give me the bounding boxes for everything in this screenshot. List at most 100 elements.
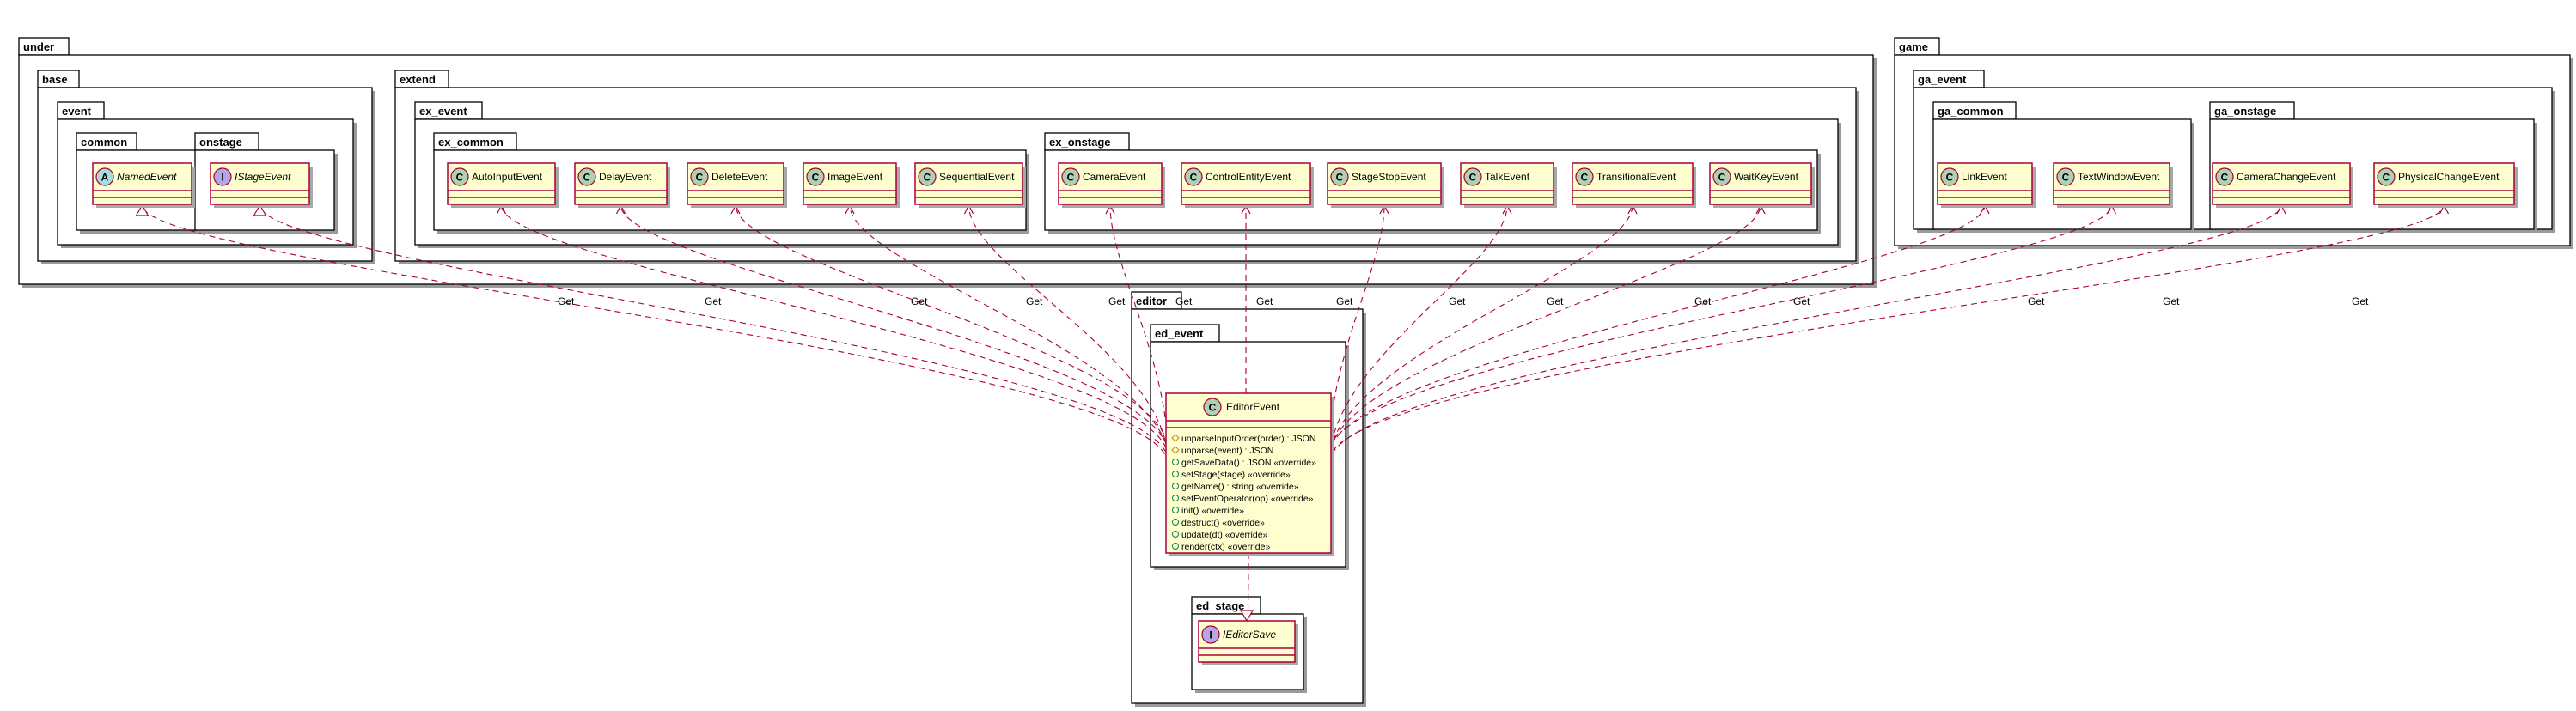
dependency-line <box>500 204 1169 459</box>
class-name: ControlEntityEvent <box>1206 171 1291 183</box>
relation-label: Get <box>2028 295 2045 307</box>
dependency-line <box>1109 204 1169 459</box>
stereotype-c-icon: C <box>1203 398 1222 416</box>
class-physicalchangeevent[interactable]: C PhysicalChangeEvent <box>2373 162 2518 208</box>
stereotype-letter: C <box>583 172 591 184</box>
stereotype-letter: C <box>1718 172 1726 184</box>
relation-label: Get <box>1449 295 1466 307</box>
class-member: getName() : string «override» <box>1181 482 1299 492</box>
class-box <box>2373 162 2515 205</box>
relation-sequentialevent: Get <box>963 204 1169 462</box>
stereotype-letter: C <box>924 172 931 184</box>
class-name: TextWindowEvent <box>2078 171 2160 183</box>
dependency-line <box>141 204 1169 465</box>
stereotype-c-icon: C <box>1940 167 1959 186</box>
class-box <box>1181 162 1311 205</box>
relation-label: Get <box>1547 295 1564 307</box>
stereotype-c-icon: C <box>1061 167 1080 186</box>
stereotype-letter: C <box>1469 172 1477 184</box>
stereotype-c-icon: C <box>1184 167 1203 186</box>
relation-label: Get <box>705 295 722 307</box>
public-visibility-icon <box>1172 507 1179 514</box>
class-box <box>2212 162 2351 205</box>
class-box <box>1165 392 1332 554</box>
stereotype-i-icon: I <box>213 167 232 186</box>
class-name: PhysicalChangeEvent <box>2398 171 2500 183</box>
relation-namedevent <box>135 204 1169 465</box>
hollow-triangle-head <box>135 204 150 216</box>
dependency-line <box>1328 204 2445 462</box>
class-member: render(ctx) «override» <box>1181 542 1270 552</box>
class-name: EditorEvent <box>1226 401 1280 413</box>
dependency-line <box>1328 204 1385 454</box>
public-visibility-icon <box>1172 495 1179 501</box>
hollow-triangle-head <box>1239 610 1254 623</box>
class-member: init() «override» <box>1181 506 1244 516</box>
relation-label: Get <box>2163 295 2180 307</box>
class-name: AutoInputEvent <box>472 171 543 183</box>
stereotype-letter: C <box>1209 402 1217 414</box>
class-member: update(dt) «override» <box>1181 530 1268 540</box>
package-label: ex_common <box>438 136 504 149</box>
class-name: IEditorSave <box>1223 629 1276 641</box>
package-label: ed_stage <box>1196 599 1244 612</box>
stereotype-letter: C <box>2383 172 2390 184</box>
package-label: extend <box>400 73 436 86</box>
stereotype-c-icon: C <box>450 167 469 186</box>
class-name: TalkEvent <box>1485 171 1530 183</box>
stereotype-i-icon: I <box>1201 625 1220 644</box>
stereotype-letter: C <box>812 172 820 184</box>
stereotype-letter: C <box>456 172 464 184</box>
class-box <box>1572 162 1694 205</box>
class-autoinputevent[interactable]: C AutoInputEvent <box>447 162 559 208</box>
class-talkevent[interactable]: C TalkEvent <box>1460 162 1557 208</box>
dependency-line <box>259 204 1169 462</box>
public-visibility-icon <box>1172 483 1179 489</box>
relation-label: Get <box>2352 295 2369 307</box>
package-label: under <box>23 40 54 53</box>
dependency-line <box>849 204 1171 465</box>
dependency-line <box>1328 204 1633 462</box>
package-label: ex_onstage <box>1049 136 1111 149</box>
stereotype-c-icon: C <box>918 167 937 186</box>
class-member: unparseInputOrder(order) : JSON <box>1181 434 1315 444</box>
relation-label: Get <box>1694 295 1712 307</box>
stereotype-c-icon: C <box>577 167 596 186</box>
class-name: StageStopEvent <box>1352 171 1426 183</box>
relation-label: Get <box>558 295 575 307</box>
dependency-line <box>1328 204 1508 465</box>
class-member: getSaveData() : JSON «override» <box>1181 458 1316 468</box>
class-editorevent[interactable]: C EditorEvent unparseInputOrder(order) : J… <box>1165 392 1334 556</box>
package-label: ga_event <box>1918 73 1967 86</box>
stereotype-letter: C <box>1581 172 1589 184</box>
relation-label: Get <box>1336 295 1353 307</box>
relation-istageevent <box>253 204 1169 462</box>
relation-textwindowevent: Get <box>1328 204 2117 454</box>
stereotype-letter: C <box>696 172 704 184</box>
package-label: event <box>62 105 92 118</box>
dependency-line <box>1328 204 1761 459</box>
stereotype-c-icon: C <box>1712 167 1731 186</box>
package-label: ga_onstage <box>2214 105 2276 118</box>
relation-label: Get <box>1175 295 1193 307</box>
class-name: CameraChangeEvent <box>2237 171 2336 183</box>
